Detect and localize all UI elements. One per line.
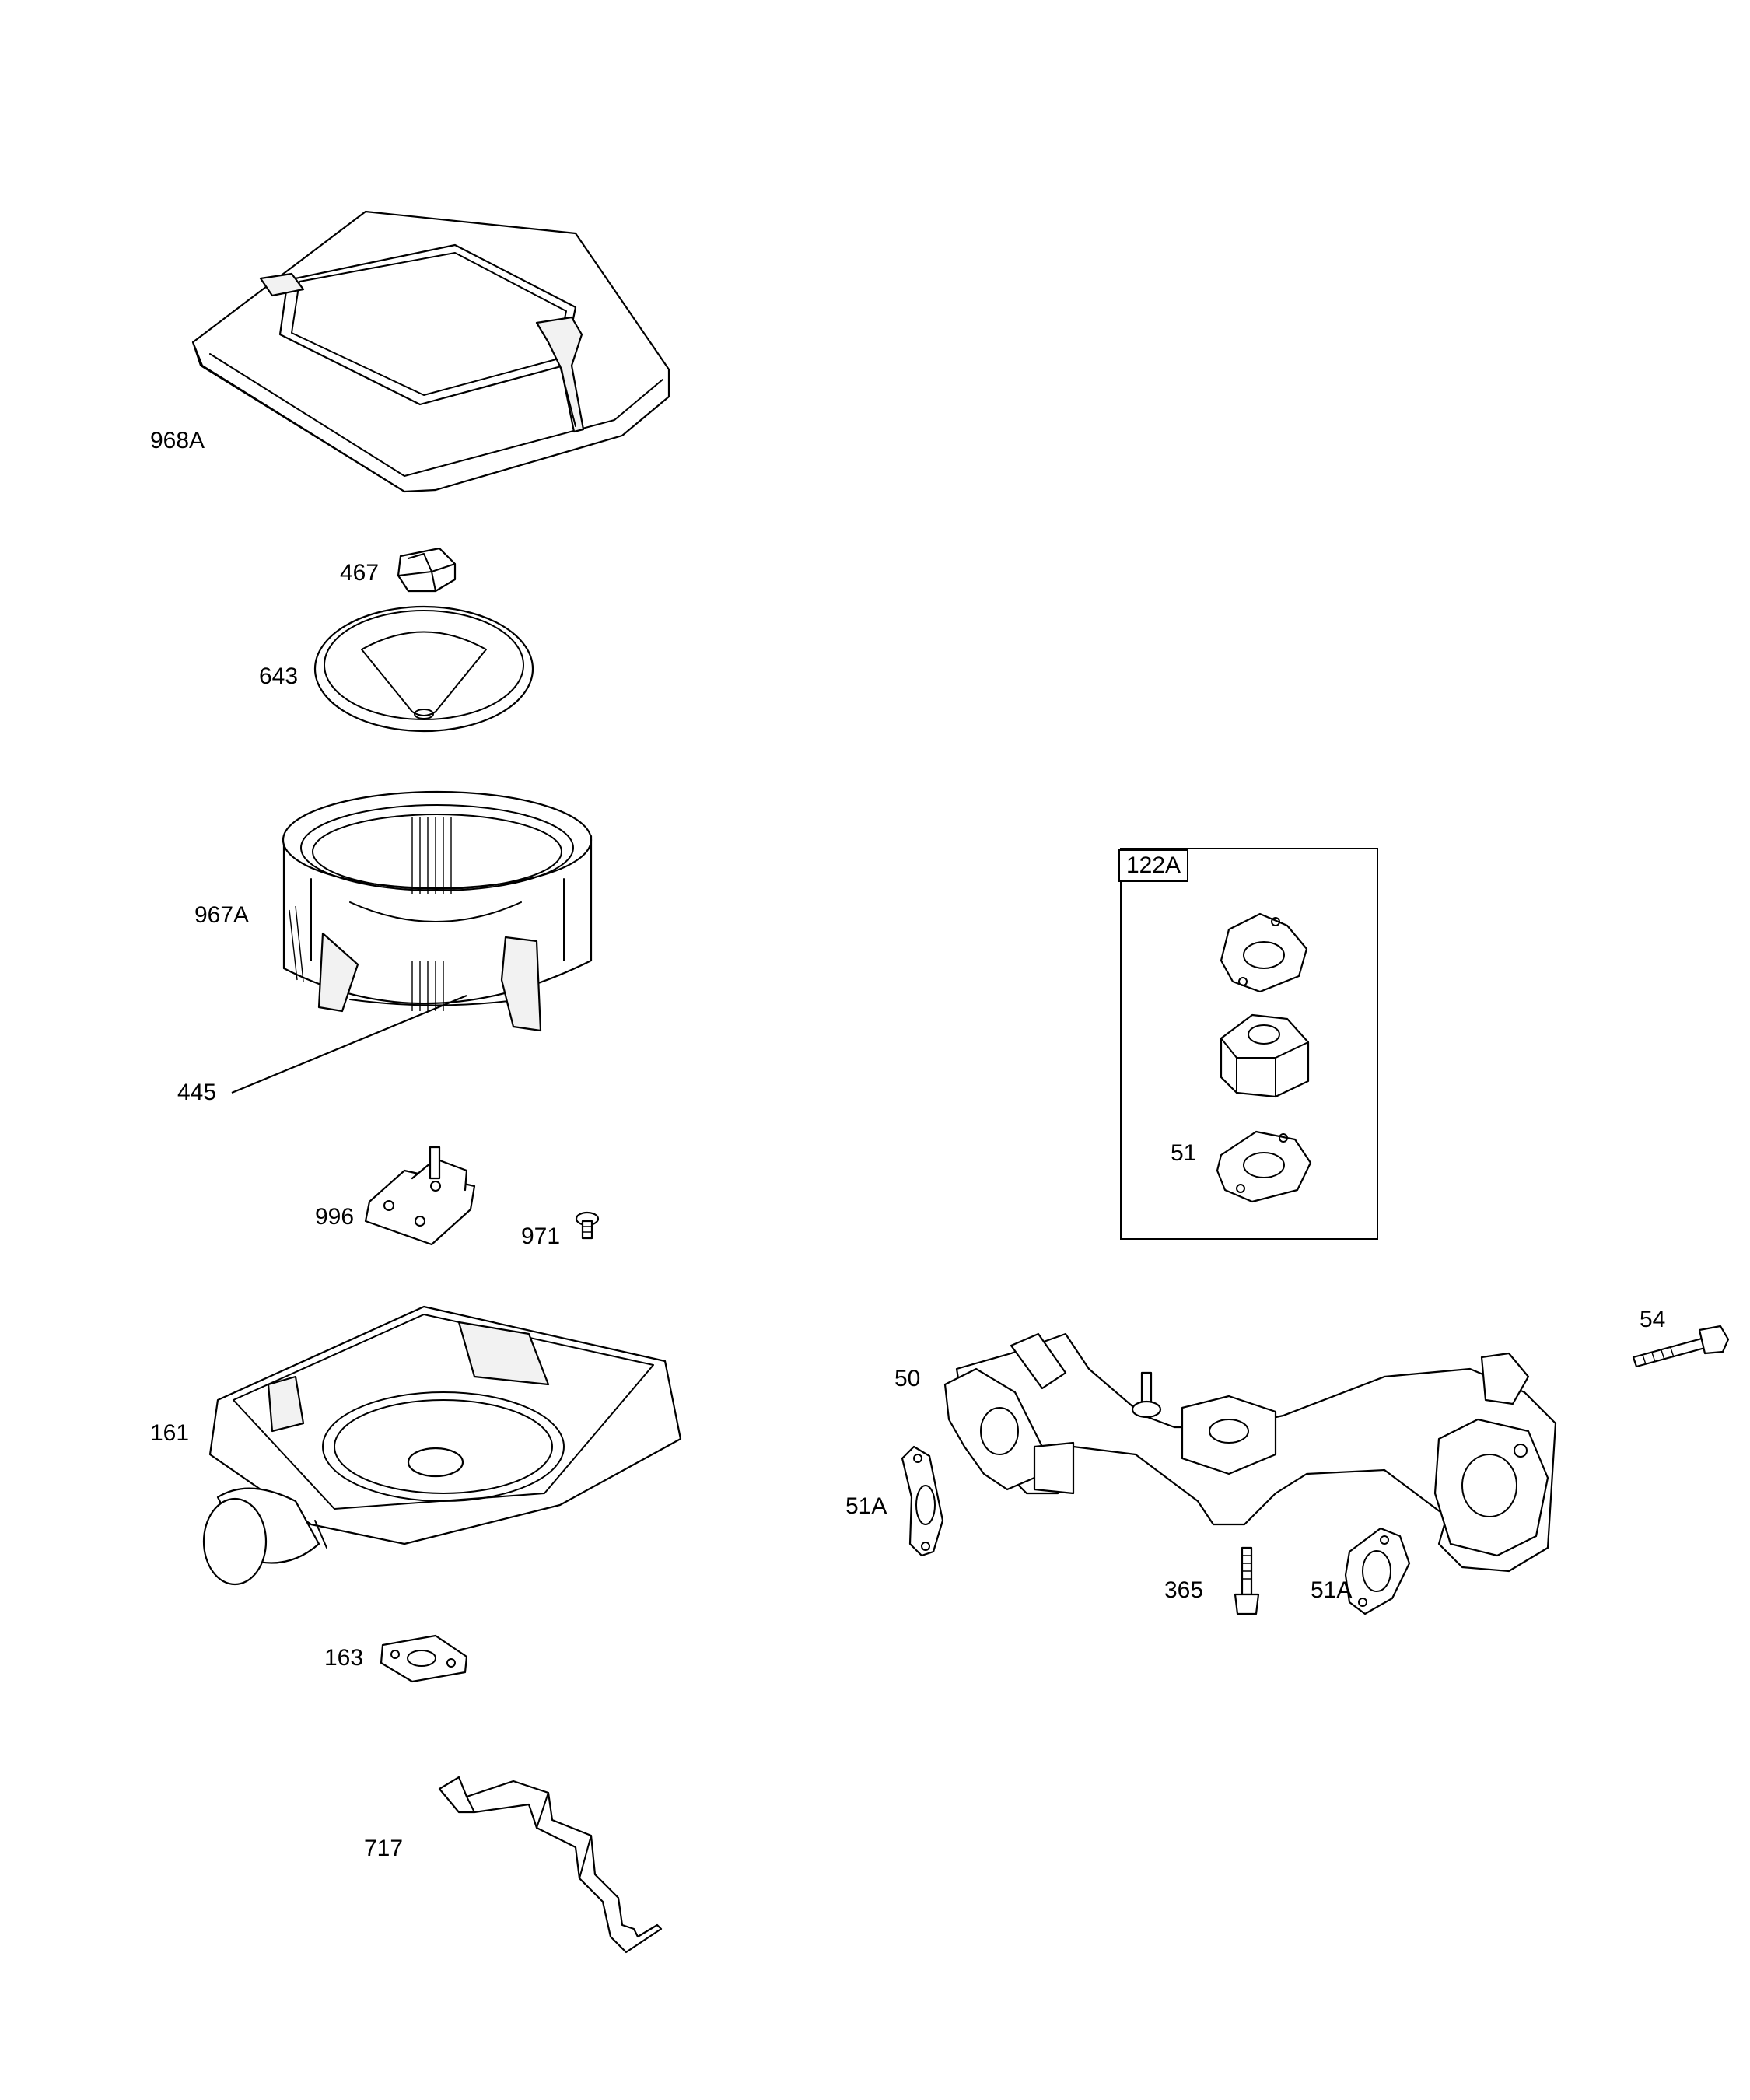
bracket-icon <box>438 1776 663 1954</box>
air-cleaner-base-icon <box>202 1305 682 1586</box>
part-label-643: 643 <box>259 663 299 689</box>
pre-cleaner-plate-icon <box>313 605 534 733</box>
part-label-445: 445 <box>177 1080 217 1105</box>
part-label-968A: 968A <box>150 428 205 453</box>
part-label-161: 161 <box>150 1420 190 1446</box>
gasket-kit-box <box>1120 848 1378 1240</box>
intake-manifold-icon <box>943 1332 1557 1573</box>
part-label-467: 467 <box>340 560 380 586</box>
part-label-365: 365 <box>1164 1577 1204 1603</box>
part-label-50: 50 <box>894 1366 921 1391</box>
gasket-kit-gaskets <box>1216 912 1312 1203</box>
stud-icon <box>1234 1546 1260 1615</box>
part-label-51: 51 <box>1171 1140 1197 1166</box>
gasket-icon <box>380 1634 468 1683</box>
manifold-gasket-icon-left <box>901 1445 944 1557</box>
part-label-996: 996 <box>315 1204 355 1230</box>
part-label-54: 54 <box>1640 1307 1666 1332</box>
part-label-971: 971 <box>521 1223 561 1249</box>
part-label-717: 717 <box>364 1836 404 1861</box>
bracket-stud-icon <box>364 1146 476 1246</box>
air-filter-cartridge-icon <box>282 790 593 1032</box>
part-label-51A-right: 51A <box>1311 1577 1353 1603</box>
screw-icon <box>575 1211 600 1240</box>
part-label-122A: 122A <box>1118 849 1189 882</box>
part-label-967A: 967A <box>194 902 250 928</box>
part-label-163: 163 <box>324 1645 364 1671</box>
air-cleaner-cover-icon <box>191 210 670 493</box>
part-label-51A-left: 51A <box>845 1493 887 1519</box>
manifold-gasket-icon-right <box>1344 1527 1411 1615</box>
leader-line-445 <box>231 994 467 1094</box>
bolt-icon <box>1632 1325 1730 1368</box>
knob-icon <box>397 547 457 593</box>
